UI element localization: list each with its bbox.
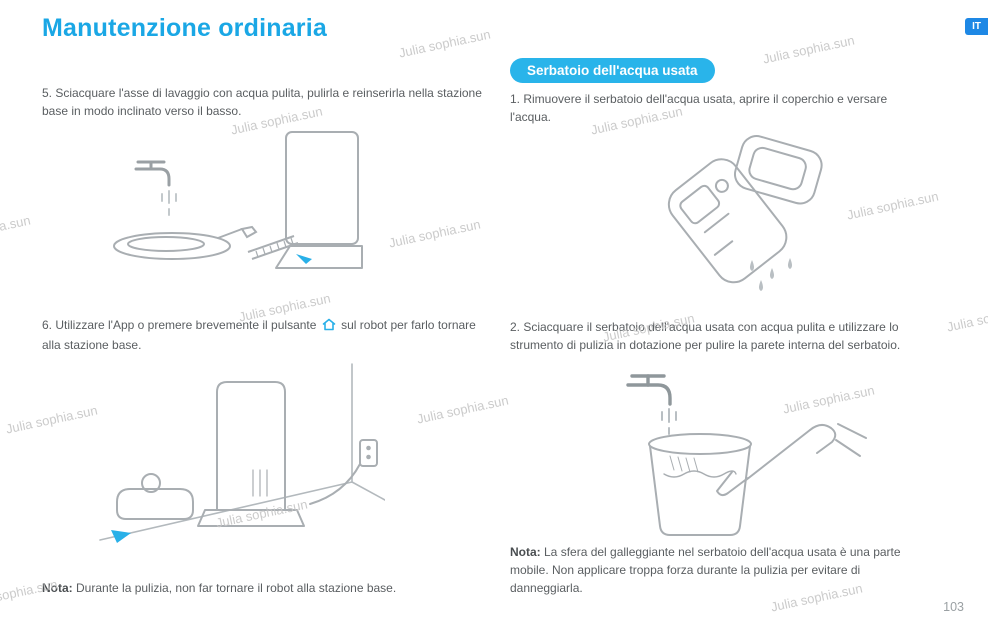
page-title: Manutenzione ordinaria [42, 14, 327, 42]
step-5-text: 5. Sciacquare l'asse di lavaggio con acq… [42, 86, 482, 118]
home-button-icon [322, 318, 336, 336]
left-note-text: Durante la pulizia, non far tornare il r… [72, 581, 397, 595]
watermark: Julia sophia.sun [387, 216, 482, 251]
step-1-text: 1. Rimuovere il serbatoio dell'acqua usa… [510, 92, 888, 124]
step-2-illustration [598, 362, 868, 552]
right-note-text: La sfera del galleggiante nel serbatoio … [510, 545, 901, 595]
step-6-text: 6. Utilizzare l'App o premere brevemente… [42, 316, 487, 354]
section-badge: Serbatoio dell'acqua usata [510, 58, 715, 83]
return-arrow-icon [111, 530, 131, 543]
step-2-text: 2. Sciacquare il serbatoio dell'acqua us… [510, 320, 901, 352]
left-note-label: Nota: [42, 581, 73, 595]
faucet-tank-brush-drawing [626, 374, 867, 536]
language-badge: IT [965, 18, 988, 35]
watermark: Julia sophia.sun [945, 300, 988, 335]
step-6-text-after: sul robot per farlo tornare alla stazion… [42, 318, 476, 352]
robot-docking-drawing [99, 363, 386, 543]
tank-open-lid-drawing [667, 135, 823, 291]
page-number: 103 [943, 600, 964, 614]
insert-arrow-icon [296, 254, 312, 264]
step-6-text-before: 6. Utilizzare l'App o premere brevemente… [42, 318, 320, 332]
watermark: Julia sophia.sun [415, 392, 510, 427]
watermark: Julia sophia.sun [397, 26, 492, 61]
water-drops-icon [750, 258, 792, 291]
watermark: Julia sophia.sun [761, 32, 856, 67]
watermark: Julia sophia.sun [0, 212, 32, 246]
right-note-label: Nota: [510, 545, 541, 559]
step-6-illustration [55, 352, 386, 552]
left-note: Nota: Durante la pulizia, non far tornar… [42, 579, 487, 597]
step-1-illustration [632, 120, 862, 305]
step-5-illustration [100, 128, 380, 288]
right-note: Nota: La sfera del galleggiante nel serb… [510, 543, 930, 597]
faucet-mop-station-drawing [113, 131, 363, 269]
